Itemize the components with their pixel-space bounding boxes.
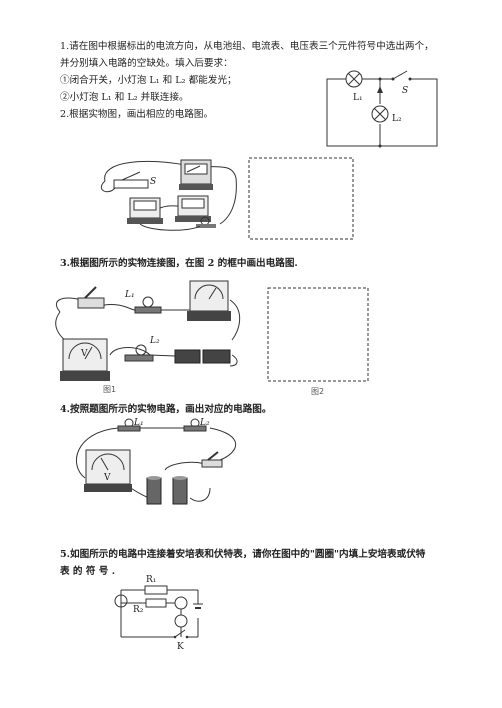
q5-label-r2: R₂ <box>133 605 144 615</box>
q1-lamp-l1-icon <box>341 70 366 88</box>
q3-physical-circuit: L₁ V L₂ 图1 <box>55 280 241 394</box>
q4-label-l2: L₂ <box>199 418 210 428</box>
q1-circuit-diagram: L₁ S L₂ <box>326 70 438 148</box>
q1-circuit-outline <box>326 78 438 147</box>
q2-voltmeter-icon <box>175 195 211 222</box>
q3-figure-1-caption: 图1 <box>103 385 116 394</box>
q1-text-line2: 并分别填入电路的空缺处。填入后要求： <box>60 58 233 69</box>
q5-resistor-r2-icon <box>145 598 167 608</box>
q3-text: 3.根据图所示的实物连接图，在图 2 的框中画出电路图. <box>60 258 298 269</box>
q1-lamp-l2-icon <box>371 105 389 123</box>
q3-switch-icon <box>77 286 105 309</box>
q5-label-k: K <box>177 642 184 652</box>
q3-label-l2: L₂ <box>149 336 160 346</box>
q3-label-l1: L₁ <box>124 290 135 300</box>
q4-battery-icon <box>146 476 188 505</box>
q1-label-l2: L₂ <box>392 114 402 124</box>
q1-switch-icon <box>391 70 412 81</box>
q2-switch-icon <box>113 171 149 189</box>
q1-label-s: S <box>402 86 408 96</box>
q3-answer-box[interactable] <box>267 287 369 382</box>
q4-voltmeter-icon: V <box>84 449 132 492</box>
q2-text: 2.根据实物图，画出相应的电路图。 <box>60 109 214 120</box>
q5-text-line1: 5.如图所示的电路中连接着安培表和伏特表，请你在图中的"圆圈"内填上安培表或伏特 <box>60 549 426 560</box>
q4-lamp-l2-icon <box>183 418 207 432</box>
q2-answer-box[interactable] <box>248 157 354 240</box>
q1-requirement-2: ②小灯泡 L₁ 和 L₂ 并联连接。 <box>60 92 189 103</box>
svg-text:V: V <box>103 473 111 483</box>
q3-voltmeter-icon: V <box>60 338 110 381</box>
q5-battery-icon <box>193 603 203 609</box>
q4-label-l1: L₁ <box>133 418 144 428</box>
q1-current-arrow-icon <box>377 86 383 93</box>
q2-label-s: S <box>150 177 156 187</box>
q2-meter-icon <box>179 159 213 190</box>
q3-battery-icon <box>174 349 231 364</box>
q1-requirement-1: ①闭合开关，小灯泡 L₁ 和 L₂ 都能发光； <box>60 75 237 86</box>
svg-text:V: V <box>80 349 88 359</box>
q4-switch-icon <box>201 451 223 468</box>
q5-text-line2: 表 的 符 号 . <box>60 566 116 577</box>
q5-switch-icon <box>173 629 189 639</box>
q2-physical-circuit: S <box>100 159 237 231</box>
q3-lamp-l1-icon <box>134 296 162 314</box>
q1-text-line1: 1.请在图中根据标出的电流方向，从电池组、电流表、电压表三个元件符号中选出两个， <box>60 41 434 52</box>
q2-ammeter-icon <box>127 197 163 224</box>
q3-lamp-l2-icon <box>124 344 154 362</box>
q4-text: 4.按照题图所示的实物电路，画出对应的电路图。 <box>60 404 272 415</box>
q5-meter-slot-middle[interactable] <box>174 596 188 610</box>
q5-label-r1: R₁ <box>146 575 156 585</box>
q4-lamp-l1-icon <box>117 418 141 432</box>
q5-circuit-diagram: R₁ R₂ K <box>114 575 203 652</box>
q3-figure-2-caption: 图2 <box>311 387 324 396</box>
q5-resistor-r1-icon <box>144 585 168 595</box>
q3-ammeter-icon <box>187 280 231 321</box>
q5-meter-slot-left[interactable] <box>114 594 128 608</box>
q4-physical-circuit: L₁ L₂ V <box>76 418 237 505</box>
q2-lamp-icon <box>196 216 216 228</box>
q5-meter-slot-bottom[interactable] <box>174 614 188 628</box>
q1-label-l1: L₁ <box>353 93 363 103</box>
